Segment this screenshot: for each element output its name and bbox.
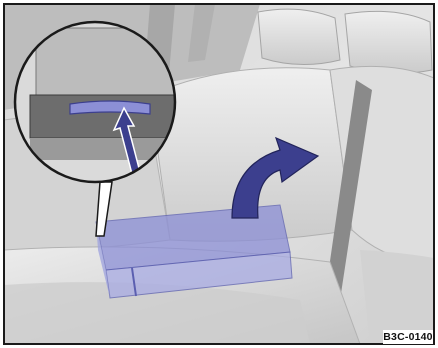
figure-code: B3C-0140 bbox=[383, 330, 433, 344]
headrest-center bbox=[258, 9, 340, 64]
release-handle bbox=[70, 101, 150, 114]
headrest-right bbox=[345, 11, 432, 73]
